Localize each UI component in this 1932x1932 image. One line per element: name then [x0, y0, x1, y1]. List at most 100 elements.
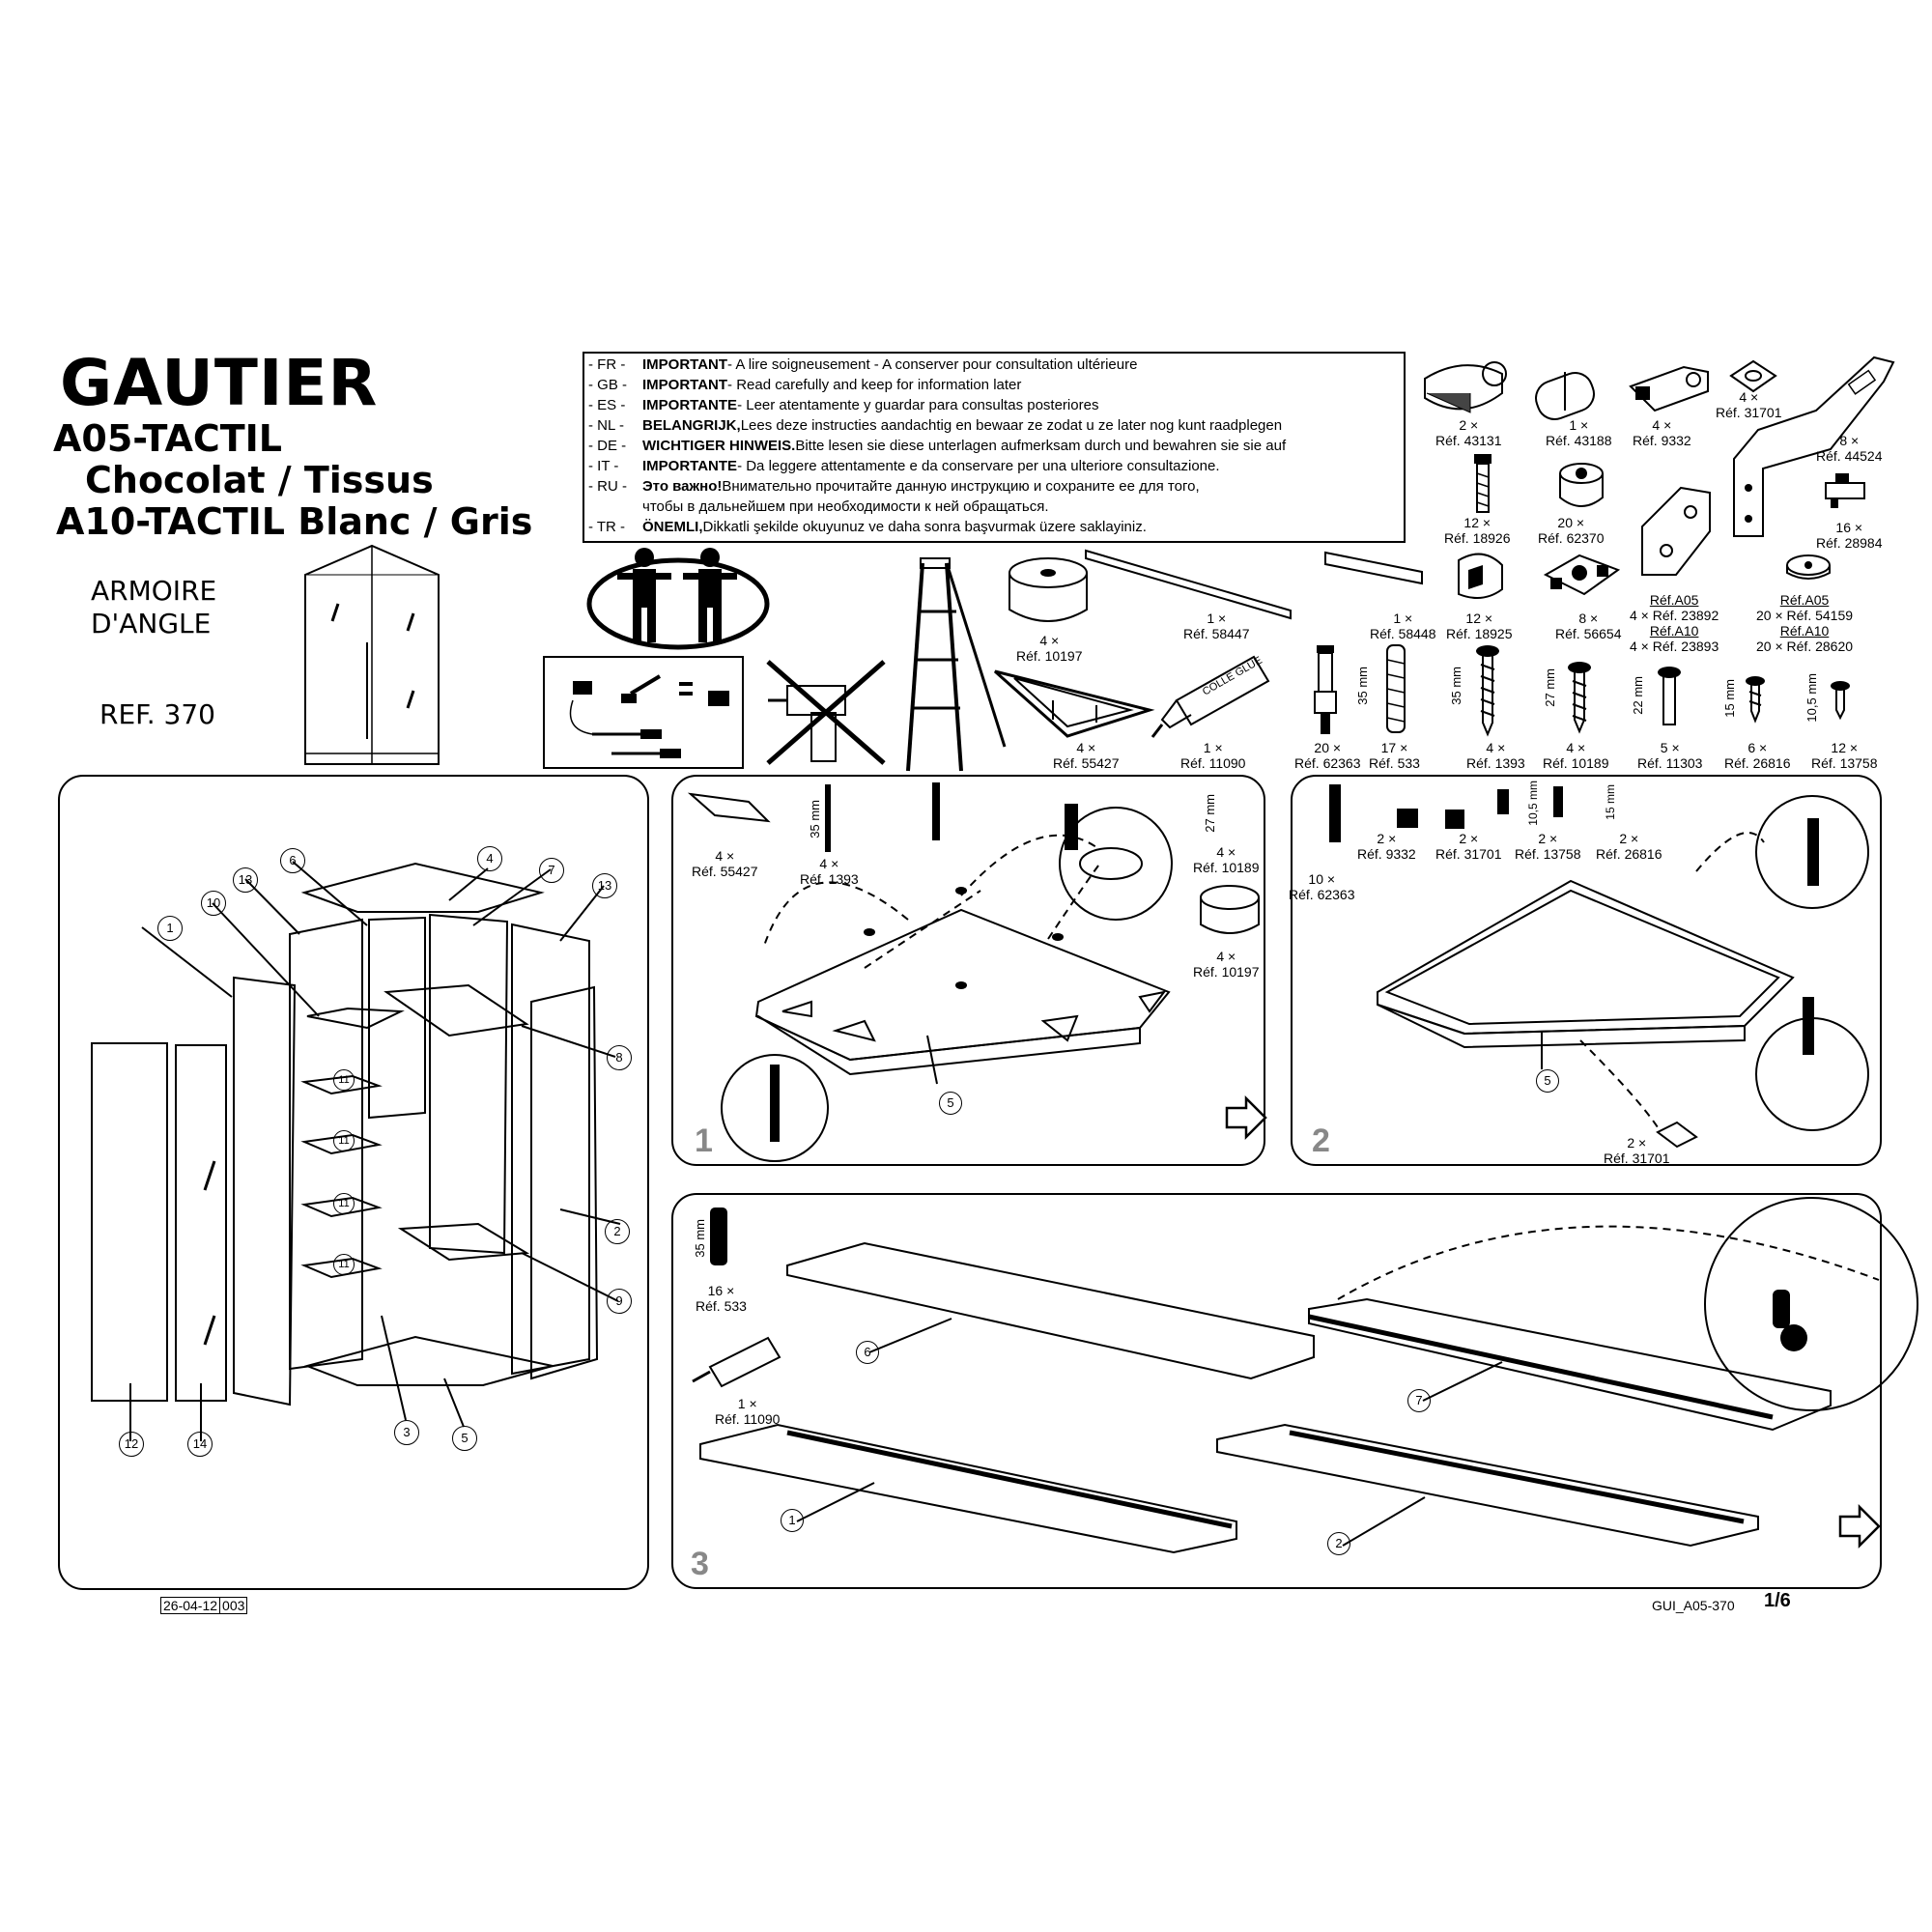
warning-text: Dikkatli şekilde okuyunuz ve daha sonra … [702, 519, 1147, 535]
warning-row-nl: - NL -BELANGRIJK, Lees deze instructies … [588, 415, 1400, 436]
screw-35-size: 35 mm [1449, 667, 1463, 705]
hw-qty: 4 × [1739, 389, 1759, 405]
brand-logo: GAUTIER [60, 346, 379, 420]
cam-nut-icon [1559, 463, 1604, 507]
hw-26816: 6 ×Réf. 26816 [1724, 740, 1791, 771]
hw-ref: Réf. 43188 [1546, 433, 1612, 448]
hw-ref: Réf. 18925 [1446, 626, 1513, 641]
rail-short-icon [1324, 551, 1423, 585]
exploded-view-panel [58, 775, 649, 1590]
hw-ref: Réf. 28984 [1816, 535, 1883, 551]
hw-qty: 1 × [1203, 740, 1223, 755]
warning-row-gb: - GB -IMPORTANT - Read carefully and kee… [588, 375, 1400, 395]
step-3-number: 3 [691, 1546, 709, 1582]
hw-qty: 20 × [1314, 740, 1342, 755]
hw-62370: 20 ×Réf. 62370 [1538, 515, 1605, 546]
warning-row-es: - ES -IMPORTANTE - Leer atentamente y gu… [588, 395, 1400, 415]
hw-qty: 1 × [1207, 611, 1227, 626]
hw-qty: 20 × [1557, 515, 1585, 530]
hinge-plate-icon [1825, 473, 1865, 508]
hw-55427: 4 ×Réf. 55427 [1053, 740, 1120, 771]
warning-code: - NL - [588, 417, 624, 434]
callout-3: 3 [394, 1420, 419, 1445]
warning-text: - Read carefully and keep for informatio… [727, 377, 1022, 393]
hw-qty: 8 × [1578, 611, 1599, 626]
step2-item-13758: 2 ×Réf. 13758 [1515, 831, 1581, 862]
hw-ref: Réf. 56654 [1555, 626, 1622, 641]
hw-ref: Réf. 13758 [1811, 755, 1878, 771]
callout-2: 2 [605, 1219, 630, 1244]
footer-date-code: 26-04-12 003 [160, 1597, 248, 1614]
item-ref: Réf. 62363 [1289, 887, 1355, 902]
item-ref: Réf. 10197 [1193, 964, 1260, 980]
two-persons-icon [586, 548, 770, 650]
hw-qty: 8 × [1839, 433, 1860, 448]
callout-8: 8 [607, 1045, 632, 1070]
hw-ref: Réf. 58448 [1370, 626, 1436, 641]
screw-27-icon [1568, 662, 1591, 734]
hw-28984: 16 ×Réf. 28984 [1816, 520, 1883, 551]
warning-code: - GB - [588, 377, 627, 393]
step2-item-62363: 10 ×Réf. 62363 [1289, 871, 1355, 902]
step-2-number: 2 [1312, 1122, 1330, 1159]
item-qty: 2 × [1538, 831, 1558, 846]
hw-qty: 1 × [1569, 417, 1589, 433]
step-1-panel [671, 775, 1265, 1166]
hw-11090: 1 ×Réf. 11090 [1180, 740, 1245, 771]
no-power-drill-icon [766, 660, 886, 765]
hw-10197: 4 ×Réf. 10197 [1016, 633, 1083, 664]
hw-variant-label: Réf.A05 [1649, 592, 1699, 608]
hw-ref: Réf. 10197 [1016, 648, 1083, 664]
hw-56654: 8 ×Réf. 56654 [1555, 611, 1622, 641]
step3-callout-6: 6 [856, 1341, 879, 1364]
bolt-22-size: 22 mm [1631, 676, 1645, 715]
item-qty: 4 × [1216, 949, 1236, 964]
screw-27-size: 27 mm [1543, 668, 1557, 707]
warning-text: - Da leggere attentamente e da conservar… [737, 458, 1220, 474]
hw-ref: Réf. 11090 [1180, 755, 1246, 771]
footer-page-number: 1/6 [1764, 1590, 1791, 1611]
item-qty: 4 × [715, 848, 735, 864]
item-ref: Réf. 13758 [1515, 846, 1581, 862]
foot-pad-icon [1009, 557, 1088, 622]
hw-qty: 20 × Réf. 54159 [1756, 608, 1854, 623]
hw-ref: Réf. 62363 [1294, 755, 1361, 771]
step3-item-533: 16 ×Réf. 533 [696, 1283, 747, 1314]
warning-text: - A lire soigneusement - A conserver pou… [727, 356, 1138, 373]
hw-variant-label: Réf.A05 [1779, 592, 1830, 608]
warning-text: Bitte lesen sie diese unterlagen aufmerk… [795, 438, 1287, 454]
step1-foot-pad-icon [1200, 885, 1260, 934]
warning-text: - Leer atentamente y guardar para consul… [737, 397, 1099, 413]
hw-ref: Réf. 18926 [1444, 530, 1511, 546]
connector-icon [1535, 372, 1595, 420]
item-ref: Réf. 55427 [692, 864, 758, 879]
dowel-screw-icon [1474, 454, 1492, 513]
item-qty: 2 × [1619, 831, 1639, 846]
hw-qty: 20 × Réf. 28620 [1756, 639, 1854, 654]
footer-code: 003 [222, 1598, 245, 1613]
step2-screw10-size: 10,5 mm [1526, 781, 1540, 826]
hw-qty: 4 × Réf. 23893 [1630, 639, 1719, 654]
screw-15-icon [1746, 676, 1765, 724]
hw-qty: 12 × [1465, 611, 1493, 626]
hw-shelf-support-variant: Réf.A05 20 × Réf. 54159 Réf.A10 20 × Réf… [1756, 592, 1853, 654]
step1-item-1393: 4 ×Réf. 1393 [800, 856, 859, 887]
hw-qty: 4 × [1566, 740, 1586, 755]
warning-text: чтобы в дальнейшем при необходимости к н… [642, 498, 1049, 515]
hw-qty: 4 × Réf. 23892 [1630, 608, 1719, 623]
warning-code: - IT - [588, 458, 619, 474]
hw-ref: Réf. 1393 [1466, 755, 1525, 771]
model-a05-finish: Chocolat / Tissus [85, 459, 434, 501]
rail-long-icon [1085, 549, 1292, 620]
warning-box: - FR -IMPORTANT - A lire soigneusement -… [582, 352, 1406, 543]
callout-11: 11 [333, 1130, 355, 1151]
hw-variant-label: Réf.A10 [1649, 623, 1699, 639]
step1-item-55427: 4 ×Réf. 55427 [692, 848, 758, 879]
callout-12: 12 [119, 1432, 144, 1457]
step3-item-11090: 1 ×Réf. 11090 [715, 1396, 780, 1427]
hw-qty: 6 × [1747, 740, 1768, 755]
hw-9332: 4 ×Réf. 9332 [1633, 417, 1691, 448]
hw-533: 17 ×Réf. 533 [1369, 740, 1420, 771]
hw-11303: 5 ×Réf. 11303 [1637, 740, 1702, 771]
callout-7: 7 [539, 858, 564, 883]
